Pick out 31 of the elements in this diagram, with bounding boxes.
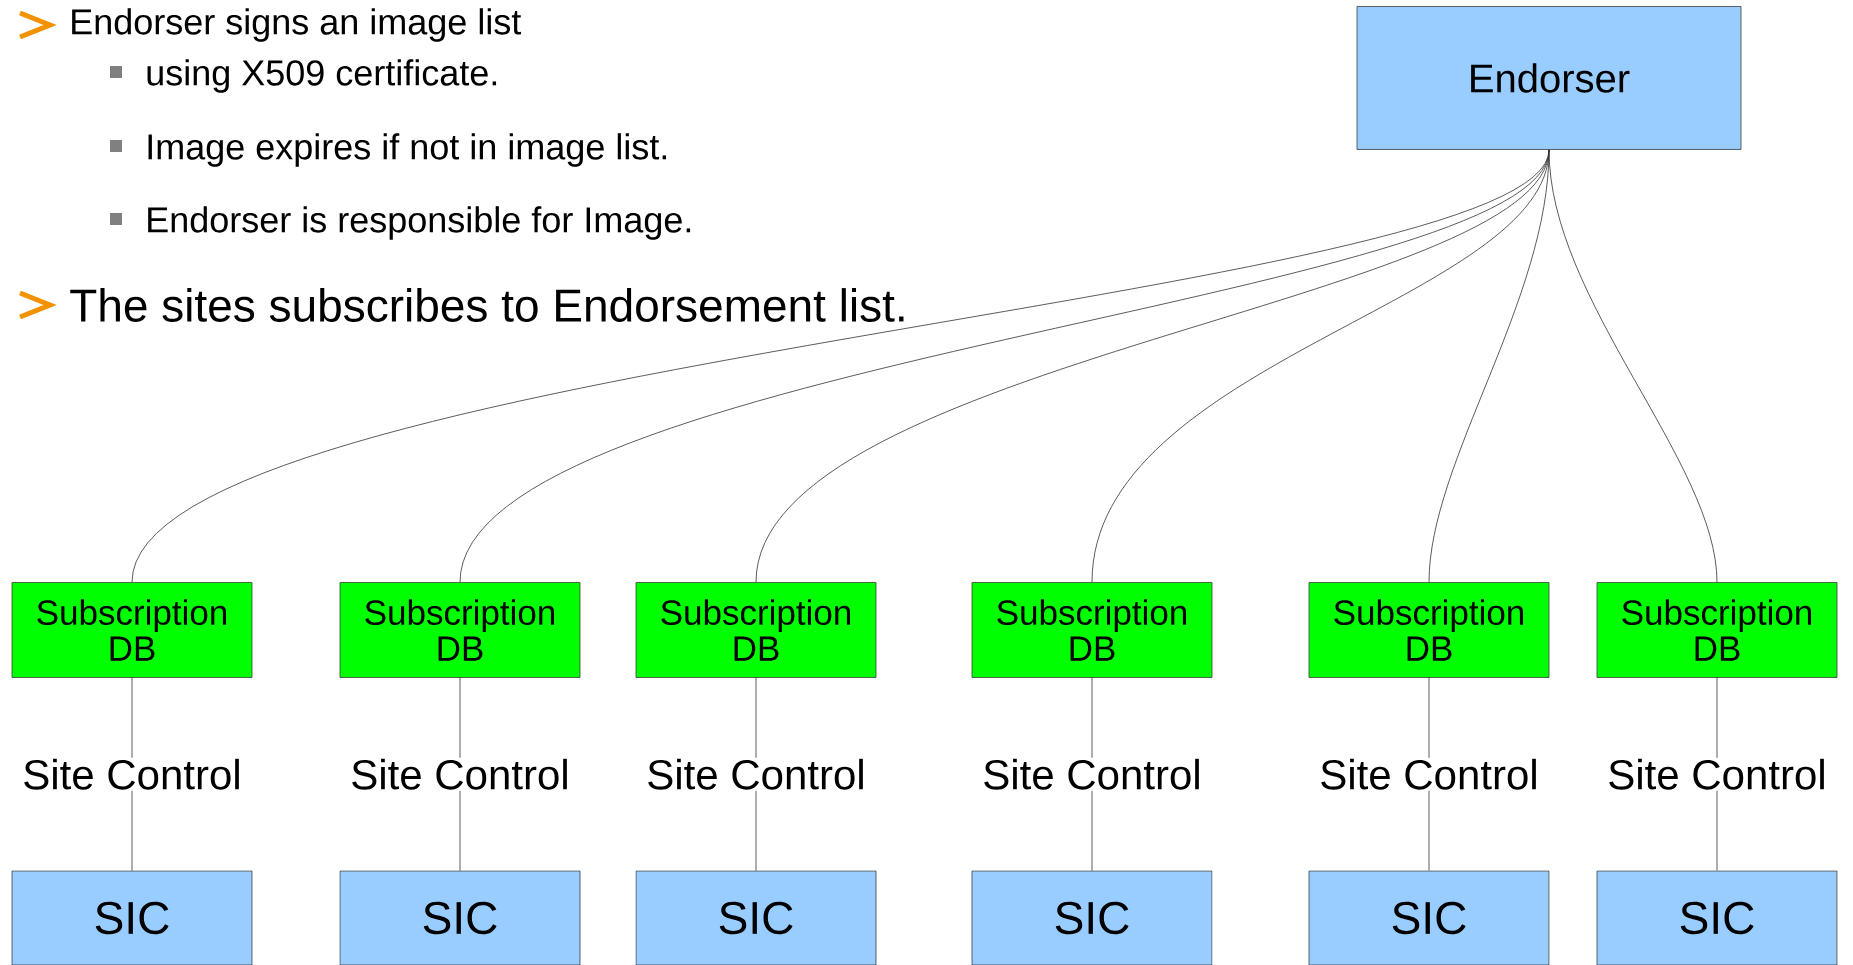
database-box: Subscription DB (635, 582, 877, 678)
edge-label: Site Control (21, 757, 243, 791)
connector-line (131, 677, 133, 871)
endorser-box: Endorser (1356, 6, 1742, 150)
database-box: Subscription DB (971, 582, 1213, 678)
edge-label: Site Control (1318, 757, 1540, 791)
connector-line (1091, 677, 1093, 871)
system-box: SIC (971, 870, 1213, 965)
bullet-text: The sites subscribes to Endorsement list. (70, 288, 904, 322)
system-box: SIC (1308, 870, 1550, 965)
bullet-text: Image expires if not in image list. (148, 133, 667, 167)
connector-line (755, 677, 757, 871)
system-box: SIC (339, 870, 581, 965)
system-box: SIC (11, 870, 253, 965)
edge-label: Site Control (645, 757, 867, 791)
database-box: Subscription DB (1308, 582, 1550, 678)
bullet-text: using X509 certificate. (147, 59, 497, 93)
database-box: Subscription DB (339, 582, 581, 678)
edge-label: Site Control (349, 757, 571, 791)
system-box: SIC (635, 870, 877, 965)
database-box: Subscription DB (1596, 582, 1838, 678)
edge-label: Site Control (1606, 757, 1828, 791)
bullet-text: Endorser is responsible for Image. (148, 206, 691, 240)
edge-label: Site Control (981, 757, 1203, 791)
connector-line (1548, 149, 1718, 583)
database-box: Subscription DB (11, 582, 253, 678)
connector-line (1716, 677, 1718, 871)
system-box: SIC (1596, 870, 1838, 965)
connector-line (1428, 677, 1430, 871)
connector-line (459, 677, 461, 871)
bullet-text: Endorser signs an image list (72, 8, 522, 42)
